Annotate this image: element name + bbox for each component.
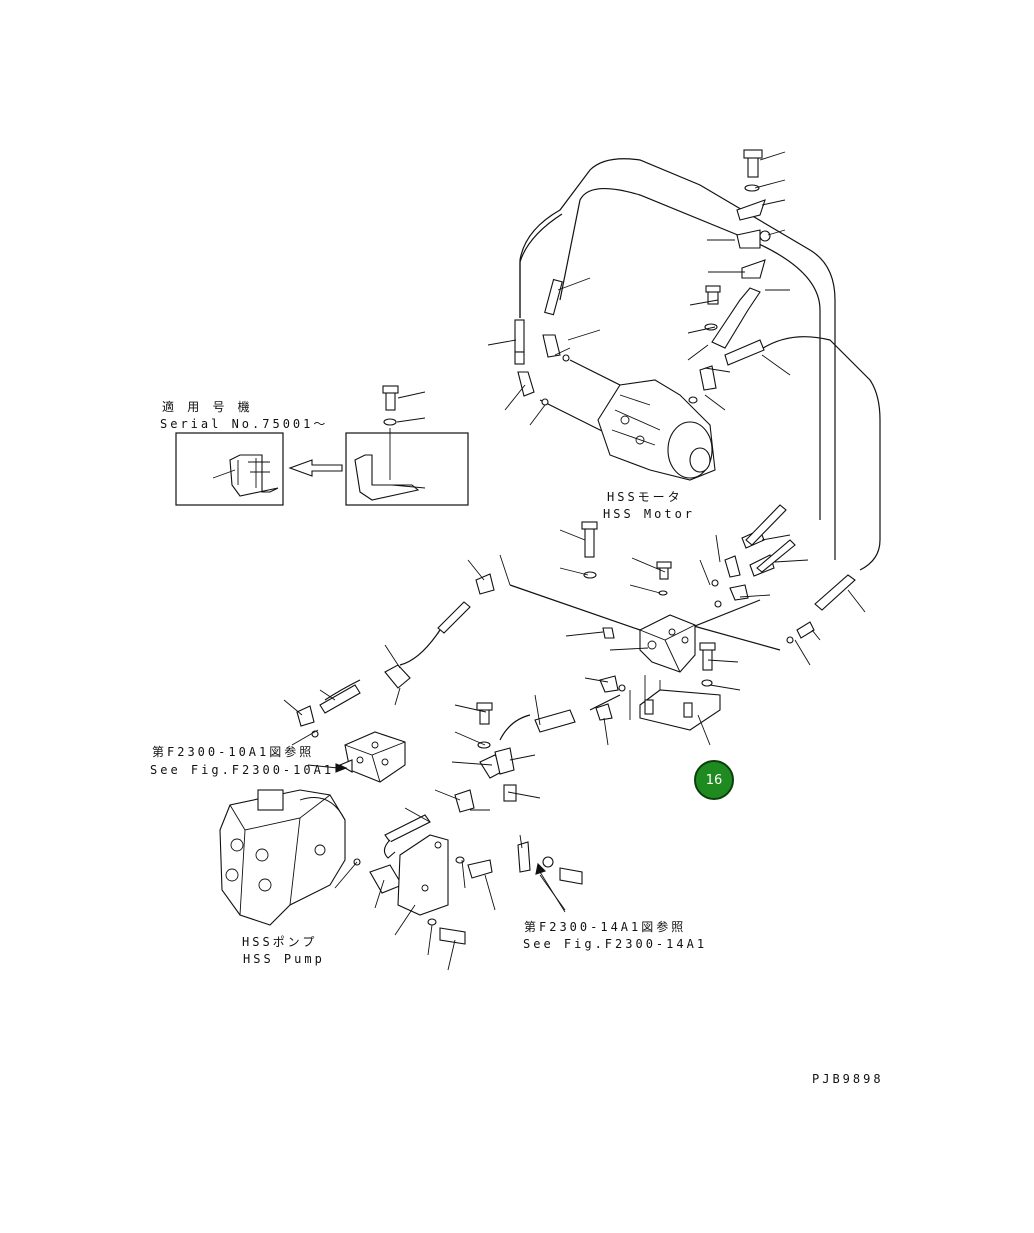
ref-14a1-label-en: See Fig.F2300-14A1: [523, 937, 708, 951]
leader-lines: [283, 151, 866, 971]
callout-badge-16[interactable]: 16: [694, 760, 734, 800]
hose-lines: [324, 158, 881, 741]
motor-label-en: HSS Motor: [603, 507, 696, 521]
motor-label-jp: HSSモータ: [607, 490, 683, 504]
drawing-number: PJB9898: [812, 1072, 884, 1086]
hss-motor[interactable]: [597, 379, 716, 481]
serial-label-jp: 適 用 号 機: [162, 400, 253, 414]
serial-inset: [175, 385, 469, 506]
ref-14a1-label-jp: 第F2300-14A1図参照: [524, 920, 687, 934]
valve-fittings[interactable]: [437, 504, 856, 693]
mid-lower-fittings[interactable]: [369, 702, 613, 945]
valve-block[interactable]: [639, 614, 721, 731]
ref-10a1-label-en: See Fig.F2300-10A1: [150, 763, 335, 777]
reference-arrows: [307, 763, 566, 913]
pump-label-jp: HSSポンプ: [242, 935, 318, 949]
left-hose-group[interactable]: [296, 664, 411, 783]
ref-10a1-label-jp: 第F2300-10A1図参照: [152, 745, 315, 759]
motor-fittings[interactable]: [514, 149, 771, 406]
pump-label-en: HSS Pump: [243, 952, 325, 966]
serial-label-en: Serial No.75001～: [160, 417, 329, 431]
hss-pump[interactable]: [219, 789, 361, 926]
